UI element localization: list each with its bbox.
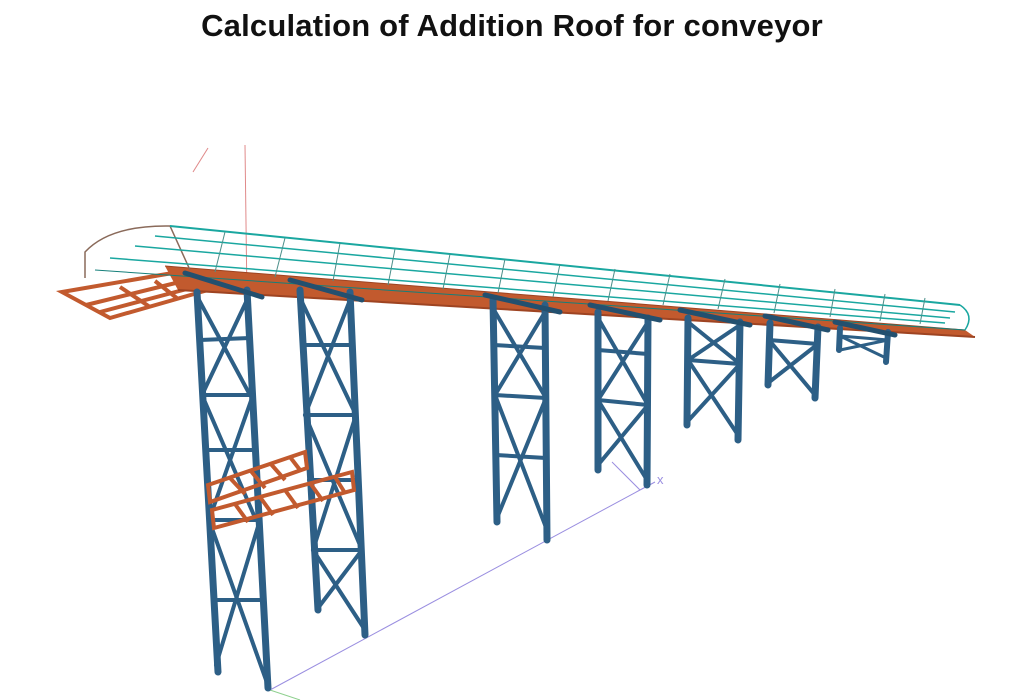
horizontal-trusses	[205, 449, 357, 531]
roof-canopy	[84, 225, 970, 331]
x-axis-line	[269, 489, 641, 691]
x-axis-label: x	[657, 472, 664, 487]
page-title: Calculation of Addition Roof for conveyo…	[201, 8, 823, 43]
tower-4	[594, 308, 652, 489]
x-axis-tick-a	[611, 461, 641, 491]
tower-cap-beams	[182, 270, 898, 338]
tower-6	[764, 319, 822, 402]
tower-3	[489, 296, 551, 544]
tower-1	[193, 286, 272, 692]
tower-5	[683, 314, 744, 444]
support-towers	[182, 270, 898, 692]
roof-ribs	[214, 231, 926, 325]
tower-7	[836, 325, 891, 365]
tower-2	[296, 286, 369, 639]
z-axis-line	[269, 689, 301, 700]
y-axis-diagonal	[192, 147, 209, 173]
roof-end-arch	[84, 225, 191, 278]
